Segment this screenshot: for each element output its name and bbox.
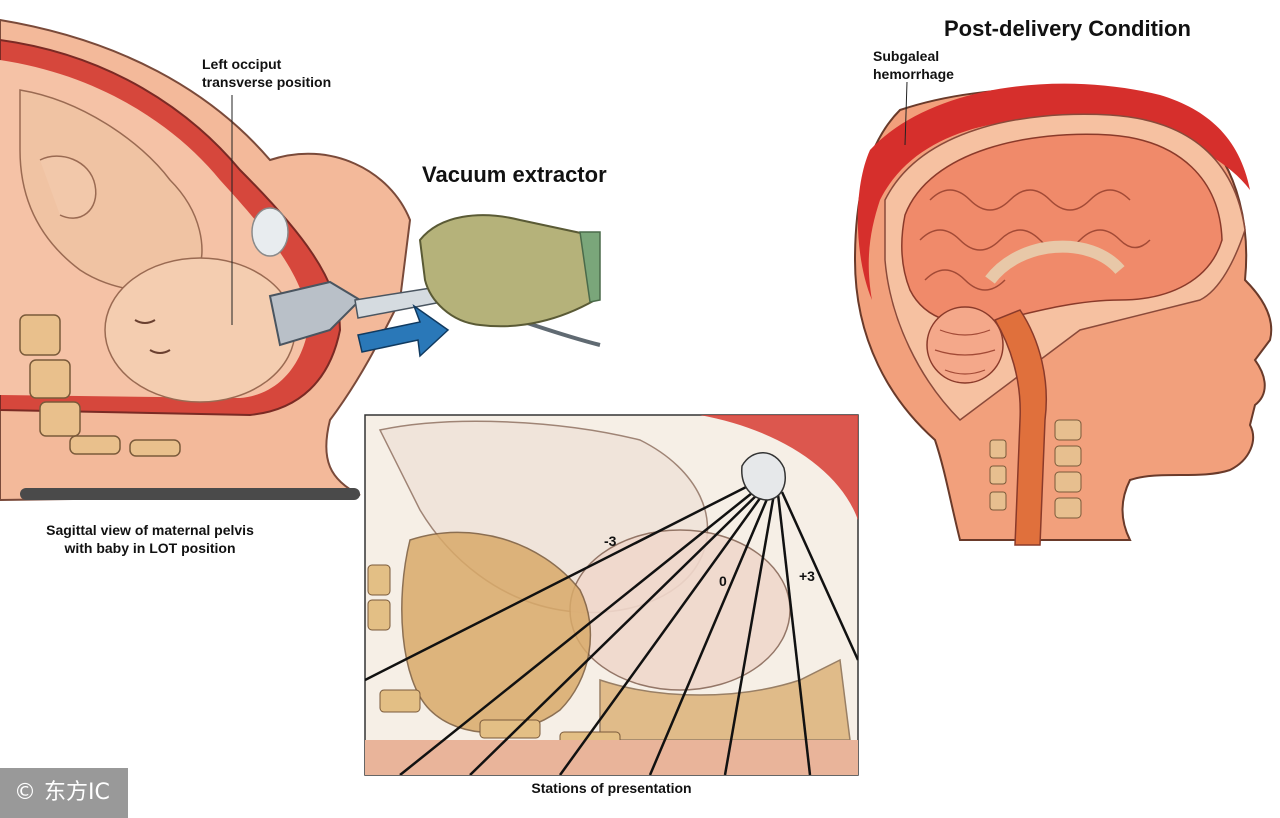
sleeve	[579, 231, 601, 303]
gloved-hand	[418, 214, 597, 328]
sagittal-view-caption: Sagittal view of maternal pelvis with ba…	[0, 521, 300, 557]
station-label-0: 0	[719, 573, 727, 589]
maternal-spine	[19, 314, 181, 457]
watermark-text: 东方IC	[44, 780, 110, 805]
station-label-minus-3: -3	[604, 533, 617, 549]
baby-head	[104, 257, 296, 403]
copyright-icon: ©	[14, 780, 36, 805]
vacuum-cup	[268, 280, 362, 347]
lot-position-label: Left occiput transverse position	[202, 55, 331, 91]
baby-arm	[39, 155, 97, 219]
subgaleal-label: Subgaleal hemorrhage	[873, 47, 954, 83]
sagittal-view-line-2: with baby in LOT position	[64, 540, 236, 556]
station-label-plus-3: +3	[799, 568, 815, 584]
table-shadow	[20, 488, 360, 500]
lot-position-line-1: Left occiput	[202, 56, 282, 72]
baby-eye-right	[149, 349, 171, 354]
baby-eye-left	[134, 319, 156, 324]
subgaleal-line-1: Subgaleal	[873, 48, 940, 64]
bladder	[251, 207, 289, 257]
watermark: © 东方IC	[0, 768, 128, 818]
subgaleal-line-2: hemorrhage	[873, 66, 954, 82]
traction-arrow	[357, 303, 450, 358]
vacuum-extractor-label: Vacuum extractor	[422, 162, 607, 187]
lot-position-line-2: transverse position	[202, 74, 332, 90]
post-delivery-title: Post-delivery Condition	[944, 16, 1191, 41]
stations-caption: Stations of presentation	[531, 780, 692, 796]
sagittal-view-line-1: Sagittal view of maternal pelvis	[46, 522, 254, 538]
